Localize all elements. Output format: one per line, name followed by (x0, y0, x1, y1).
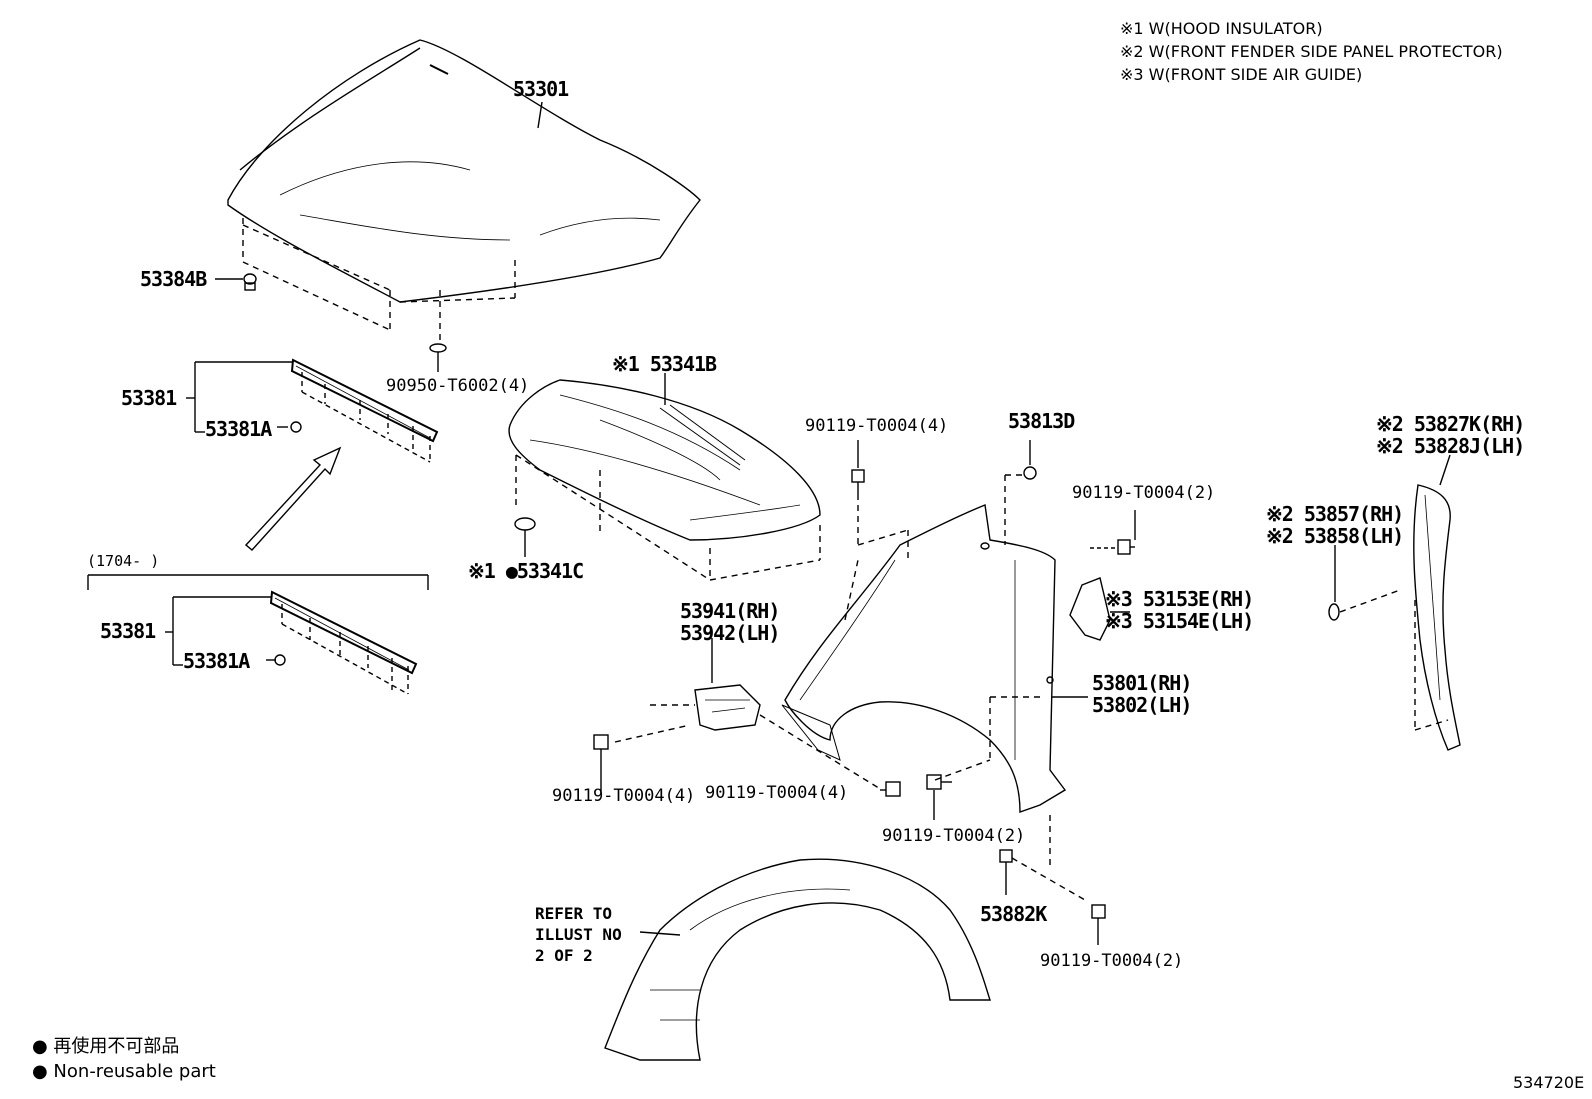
bolt-90119-lowest (1091, 904, 1106, 945)
label-53153E: ※3 53153E(RH) (1105, 587, 1254, 611)
diagram-code: 534720E (1513, 1073, 1585, 1092)
label-53301: 53301 (513, 77, 569, 101)
label-90119-bottom-left: 90119-T0004(4) (552, 786, 696, 806)
label-53801: 53801(RH) (1092, 671, 1192, 695)
leader-53301 (537, 101, 543, 129)
seal-53381-bottom (165, 590, 418, 695)
air-guide-53153E (1069, 577, 1130, 641)
label-53858: ※2 53858(LH) (1266, 524, 1404, 548)
clip-53882K (999, 815, 1086, 901)
fender-clip-53813D (1004, 440, 1037, 545)
refer-line-1: REFER TO (535, 904, 613, 923)
label-53802: 53802(LH) (1092, 693, 1192, 717)
label-90119-right: 90119-T0004(2) (1072, 483, 1216, 503)
note-1: ※1 W(HOOD INSULATOR) (1120, 19, 1323, 38)
label-90119-lowest: 90119-T0004(2) (1040, 951, 1184, 971)
legend-jp: ● 再使用不可部品 (32, 1036, 180, 1057)
bolt-90119-upper (851, 440, 909, 560)
label-53341B: ※1 53341B (612, 352, 717, 376)
hood-bumper-53384B (215, 273, 257, 291)
label-range: (1704- ) (87, 552, 160, 570)
label-53381A-top: 53381A (205, 417, 272, 441)
bolt-90119-bottom-mid (880, 781, 901, 797)
fender-liner (604, 858, 991, 1061)
label-53341C: ※1 ●53341C (468, 559, 584, 583)
side-panel-protector-53827K (1328, 454, 1461, 751)
refer-line-2: ILLUST NO (535, 925, 622, 944)
label-90119-bottom-right: 90119-T0004(2) (882, 826, 1026, 846)
bolt-90119-bottom-right (926, 774, 952, 820)
hood-hinge-53941 (614, 638, 883, 791)
seal-53381-top (186, 358, 439, 463)
label-53813D: 53813D (1008, 409, 1075, 433)
refer-line-3: 2 OF 2 (535, 946, 593, 965)
legend-en: ● Non-reusable part (32, 1061, 216, 1082)
bolt-90119-right (1090, 510, 1136, 555)
label-53941: 53941(RH) (680, 599, 780, 623)
label-53857: ※2 53857(RH) (1266, 502, 1404, 526)
hood-panel (227, 39, 701, 303)
label-90119-upper: 90119-T0004(4) (805, 416, 949, 436)
label-53381-top: 53381 (121, 386, 177, 410)
hood-dashed-guides (242, 218, 516, 342)
range-bracket (87, 574, 429, 590)
label-53882K: 53882K (980, 902, 1047, 926)
note-3: ※3 W(FRONT SIDE AIR GUIDE) (1120, 65, 1363, 84)
label-53381A-bottom: 53381A (183, 649, 250, 673)
front-fender-53801 (781, 504, 1088, 813)
label-53381-bottom: 53381 (100, 619, 156, 643)
label-53827K: ※2 53827K(RH) (1376, 412, 1525, 436)
label-53828J: ※2 53828J(LH) (1376, 434, 1525, 458)
label-90950: 90950-T6002(4) (386, 376, 530, 396)
hood-insulator-53341B (508, 373, 821, 581)
note-2: ※2 W(FRONT FENDER SIDE PANEL PROTECTOR) (1120, 42, 1503, 61)
label-90119-bottom-mid: 90119-T0004(4) (705, 783, 849, 803)
bolt-90119-bottom-left (593, 734, 609, 795)
direction-arrow (244, 446, 342, 551)
label-53384B: 53384B (140, 267, 207, 291)
hood-clip-90950 (429, 343, 447, 372)
label-53942: 53942(LH) (680, 621, 780, 645)
label-53154E: ※3 53154E(LH) (1105, 609, 1254, 633)
